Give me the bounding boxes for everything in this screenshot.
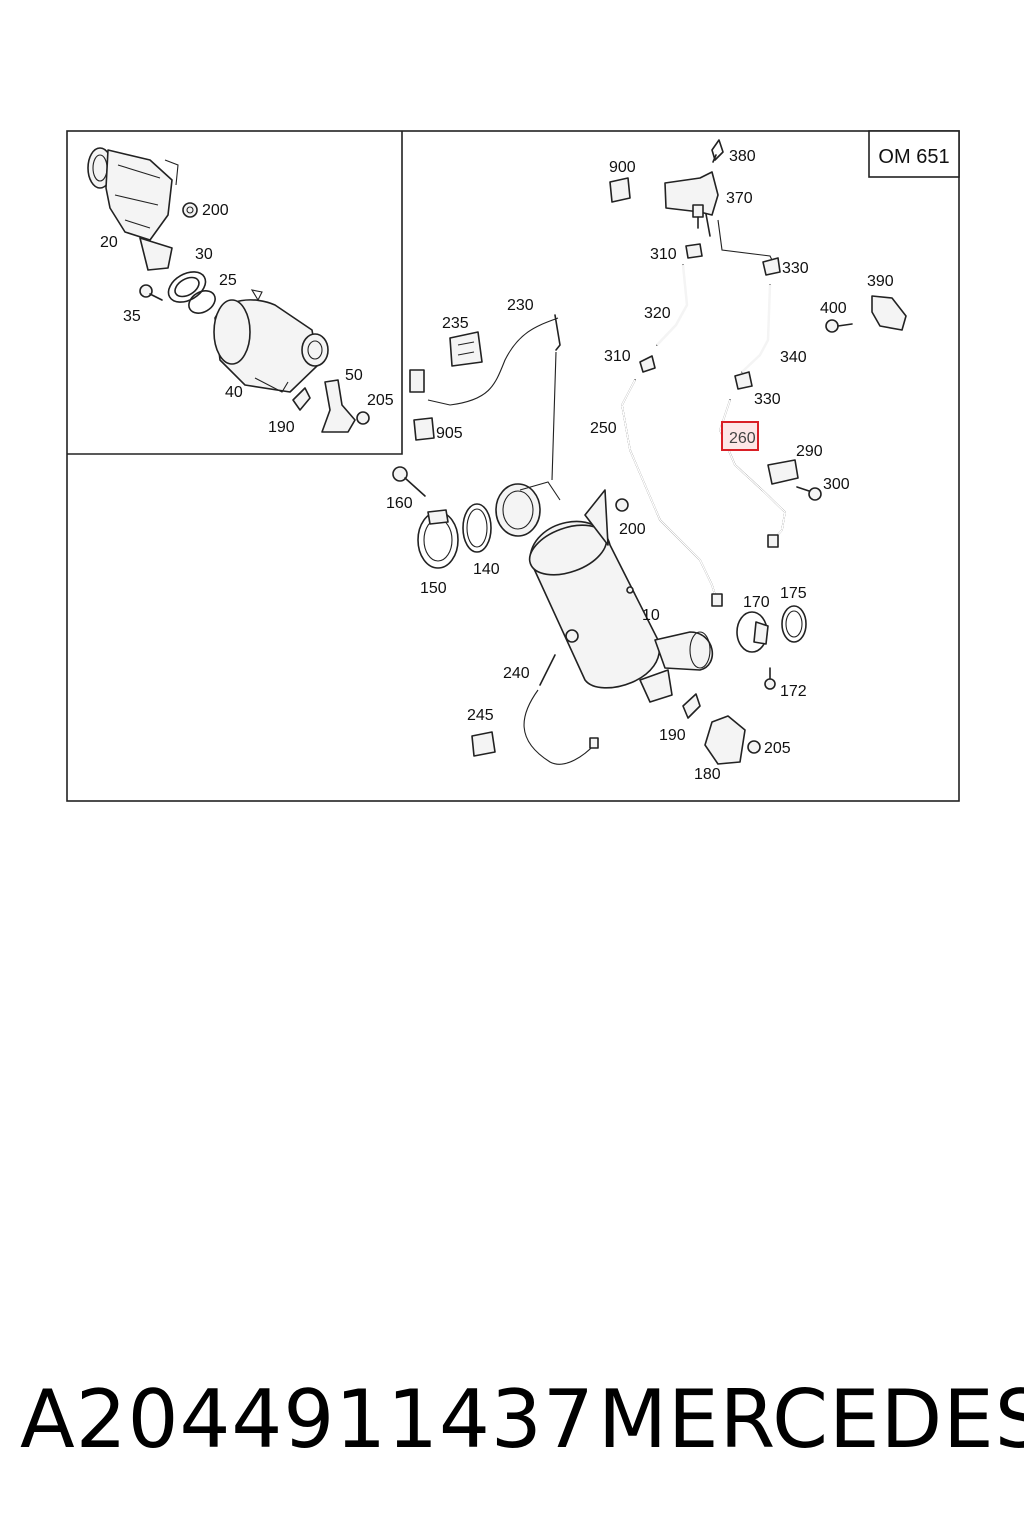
gasket-140	[462, 503, 492, 553]
hose-340	[717, 219, 777, 373]
engine-code-box: OM 651	[868, 130, 960, 178]
holder-905	[413, 417, 435, 441]
footer: A2044911437 MERCEDES	[0, 1370, 1024, 1480]
sensor-230	[409, 314, 561, 481]
part-labels: 900 380 370 310 330 390 400 320 340 310 …	[100, 148, 894, 783]
bolt-380	[711, 139, 724, 163]
clamp-330-lower	[734, 371, 753, 390]
clip-190	[682, 693, 701, 719]
label-340: 340	[780, 349, 807, 366]
label-172: 172	[780, 683, 807, 700]
label-250: 250	[590, 420, 617, 437]
label-200-main: 200	[619, 521, 646, 538]
label-205-main: 205	[764, 740, 791, 757]
part-number: A2044911437	[20, 1373, 595, 1466]
label-905: 905	[436, 425, 463, 442]
bolt-160	[392, 466, 426, 497]
label-290: 290	[796, 443, 823, 460]
label-900: 900	[609, 159, 636, 176]
nut-205	[747, 740, 761, 754]
bolt-172	[764, 667, 776, 690]
label-205-inset: 205	[367, 392, 394, 409]
exhaust-parts-diagram: OM 651	[66, 130, 960, 802]
label-380: 380	[729, 148, 756, 165]
engine-code: OM 651	[878, 146, 949, 168]
bolt-300	[796, 486, 822, 501]
label-175: 175	[780, 585, 807, 602]
sensor-240	[523, 654, 599, 765]
pipe-260	[719, 399, 786, 548]
label-150: 150	[420, 580, 447, 597]
label-320: 320	[644, 305, 671, 322]
diagram-frame	[66, 130, 960, 802]
label-245: 245	[467, 707, 494, 724]
label-190-inset: 190	[268, 419, 295, 436]
bracket-290	[767, 459, 799, 485]
label-390: 390	[867, 273, 894, 290]
label-190-main: 190	[659, 727, 686, 744]
bracket-900	[609, 177, 631, 203]
inset-cat-housing	[213, 289, 329, 393]
label-300: 300	[823, 476, 850, 493]
label-180: 180	[694, 766, 721, 783]
bolt-400	[825, 319, 853, 333]
label-140: 140	[473, 561, 500, 578]
label-310-upper: 310	[650, 246, 677, 263]
inset-turbo-assembly	[87, 147, 179, 271]
label-240: 240	[503, 665, 530, 682]
clamp-310-upper	[685, 243, 703, 259]
label-40: 40	[225, 384, 243, 401]
label-310-lower: 310	[604, 348, 631, 365]
label-35: 35	[123, 308, 141, 325]
inset-nut-205	[356, 411, 370, 425]
pressure-sensor-370	[664, 171, 719, 237]
label-230: 230	[507, 297, 534, 314]
label-50: 50	[345, 367, 363, 384]
inset-ring-clamp	[167, 271, 216, 314]
inset-bolt-35	[139, 284, 163, 301]
clamp-310-lower	[639, 355, 656, 373]
gasket-175	[781, 605, 807, 643]
holder-245	[471, 731, 496, 757]
label-30: 30	[195, 246, 213, 263]
inset-bracket-50	[321, 379, 356, 433]
label-10: 10	[642, 607, 660, 624]
brand-name: MERCEDES	[598, 1373, 1024, 1466]
nut-200	[615, 498, 629, 512]
label-160: 160	[386, 495, 413, 512]
label-170: 170	[743, 594, 770, 611]
clamp-170	[736, 611, 769, 653]
holder-235	[449, 331, 483, 367]
label-20: 20	[100, 234, 118, 251]
label-235: 235	[442, 315, 469, 332]
bracket-390	[871, 295, 907, 331]
inset-nut-200	[182, 202, 198, 218]
highlight-260-box	[721, 421, 759, 451]
pipe-250	[621, 379, 723, 607]
label-25: 25	[219, 272, 237, 289]
hose-320	[656, 264, 689, 346]
label-330-upper: 330	[782, 260, 809, 277]
inset-frame	[67, 131, 403, 455]
bracket-180	[704, 715, 746, 765]
particulate-filter-10	[495, 481, 714, 703]
label-400: 400	[820, 300, 847, 317]
inset-clip-190	[292, 387, 311, 411]
clamp-330-upper	[762, 257, 781, 276]
label-200-inset: 200	[202, 202, 229, 219]
label-260: 260	[729, 430, 756, 447]
clamp-150	[417, 509, 459, 569]
label-370: 370	[726, 190, 753, 207]
label-330-lower: 330	[754, 391, 781, 408]
